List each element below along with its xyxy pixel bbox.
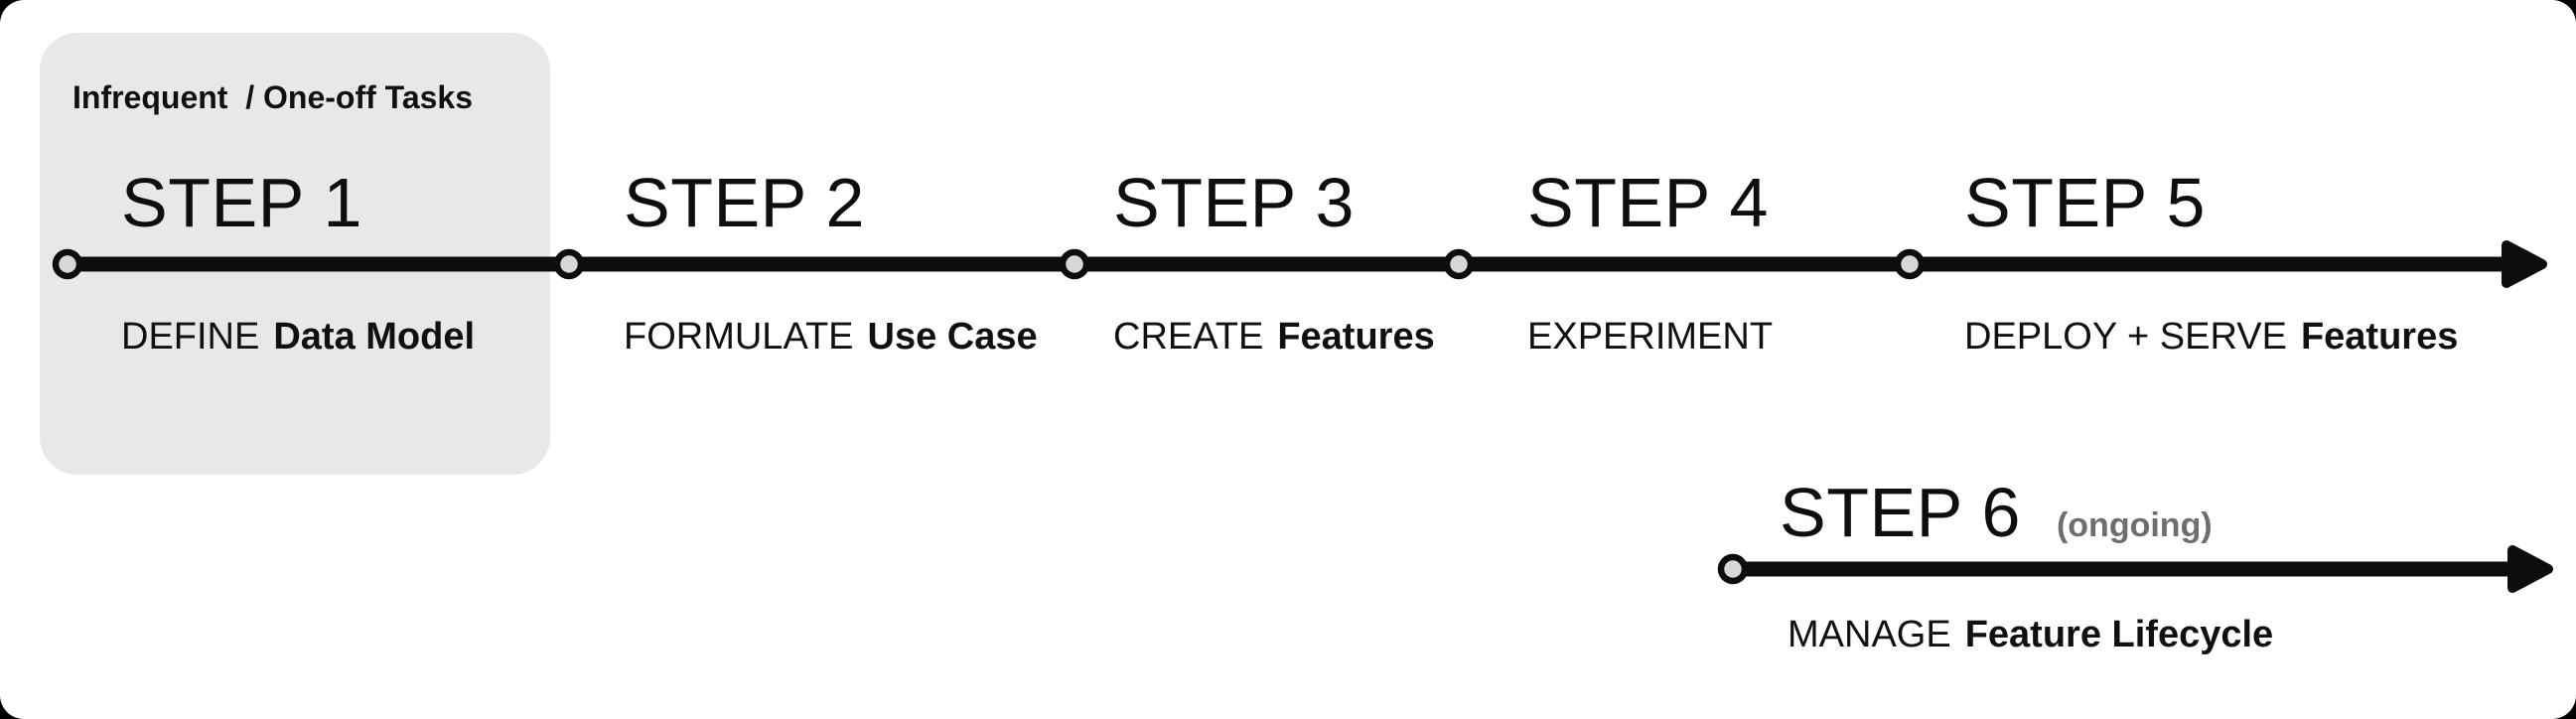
- step-2-title: STEP 2: [624, 164, 865, 241]
- step-6-title-text: STEP 6: [1780, 474, 2021, 551]
- step-1-object: Data Model: [273, 316, 476, 358]
- step-6-description: MANAGE Feature Lifecycle: [1788, 614, 2273, 656]
- step-5-action: DEPLOY + SERVE: [1964, 316, 2287, 358]
- step-4-action: EXPERIMENT: [1527, 316, 1774, 358]
- step-2-description: FORMULATE Use Case: [624, 316, 1038, 359]
- step-2-action: FORMULATE: [624, 316, 854, 358]
- step-5-title: STEP 5: [1964, 164, 2206, 241]
- step-1-action: DEFINE: [121, 316, 260, 358]
- step-5-object: Features: [2300, 316, 2459, 358]
- step-6-node-icon: [1717, 553, 1749, 585]
- step-3-node-icon: [1059, 248, 1090, 280]
- infrequent-tasks-label: Infrequent / One-off Tasks: [72, 79, 473, 115]
- timeline-1-arrow-icon: [2502, 240, 2547, 288]
- step-4-node-icon: [1443, 248, 1475, 280]
- step-4-title: STEP 4: [1527, 164, 1769, 241]
- step-3-title: STEP 3: [1113, 164, 1355, 241]
- step-1-node-icon: [52, 248, 83, 280]
- step-4-description: EXPERIMENT: [1527, 316, 1787, 359]
- step-6-action: MANAGE: [1788, 614, 1951, 655]
- step-5-node-icon: [1894, 248, 1926, 280]
- step-2-object: Use Case: [867, 316, 1038, 358]
- timeline-2-arrow-icon: [2507, 545, 2553, 593]
- step-2-node-icon: [553, 248, 585, 280]
- step-1-description: DEFINE Data Model: [121, 316, 475, 359]
- step-6-title: STEP 6 (ongoing): [1780, 473, 2213, 552]
- step-5-description: DEPLOY + SERVE Features: [1964, 316, 2458, 359]
- step-3-description: CREATE Features: [1113, 316, 1435, 359]
- step-6-ongoing-label: (ongoing): [2056, 506, 2213, 544]
- step-3-object: Features: [1277, 316, 1435, 358]
- infrequent-tasks-box: [40, 33, 550, 475]
- step-1-title: STEP 1: [121, 164, 362, 241]
- step-3-action: CREATE: [1113, 316, 1264, 358]
- step-6-object: Feature Lifecycle: [1964, 614, 2274, 655]
